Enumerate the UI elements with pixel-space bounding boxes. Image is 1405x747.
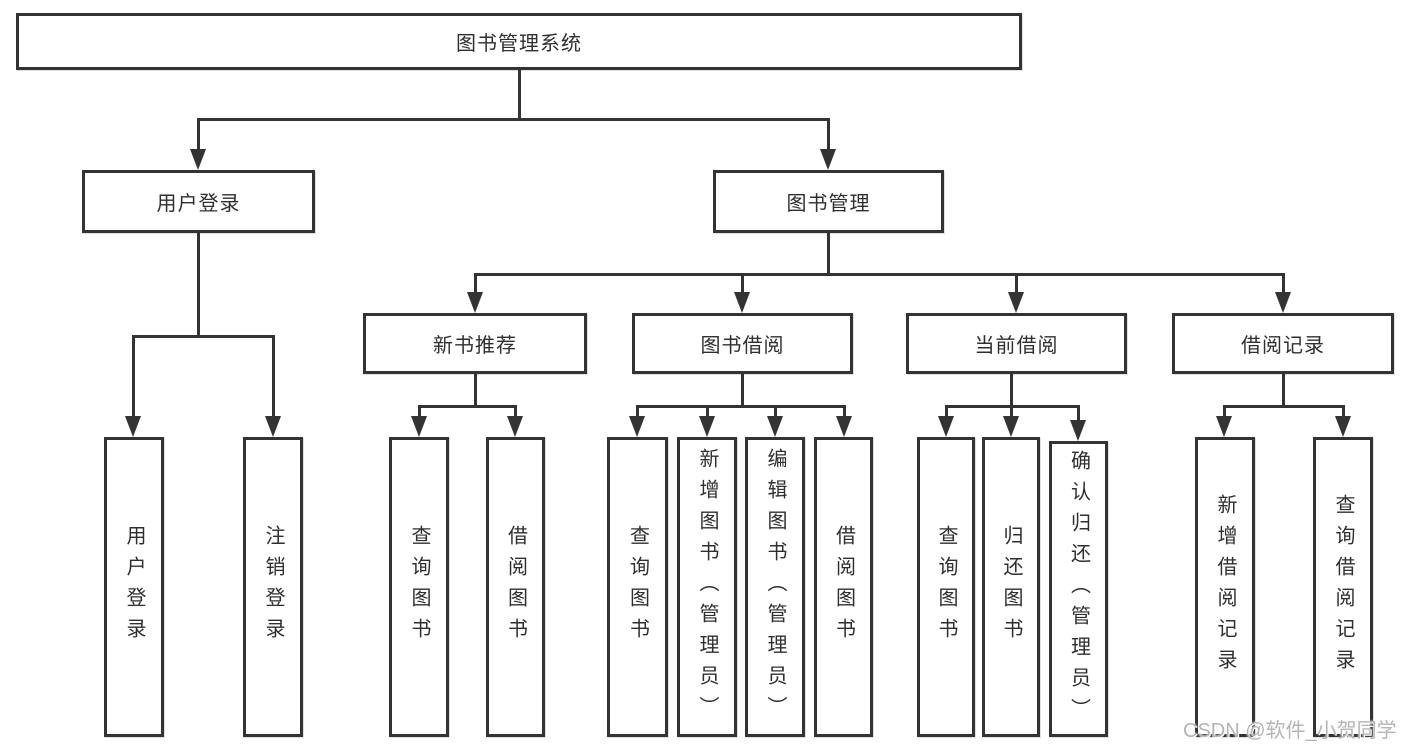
leaf-label: 确认归还（管理员） xyxy=(1067,449,1090,729)
leaf-recommend-query-books: 查询图书 xyxy=(389,437,449,737)
connector-root-trunk xyxy=(518,69,521,118)
connector-stem xyxy=(1015,273,1018,292)
node-book-borrow: 图书借阅 xyxy=(632,313,853,374)
connector-stem xyxy=(1077,405,1080,420)
connector-stem xyxy=(1342,405,1345,417)
leaf-label: 用户登录 xyxy=(123,525,145,649)
connector-stem xyxy=(827,118,830,149)
arrowhead-icon xyxy=(507,416,523,437)
arrowhead-icon xyxy=(1008,292,1024,313)
leaf-label: 注销登录 xyxy=(262,525,284,649)
leaf-label: 查询图书 xyxy=(408,525,430,649)
connector-section1-cross xyxy=(418,405,516,408)
leaf-current-confirm-return-admin: 确认归还（管理员） xyxy=(1049,441,1108,737)
leaf-label: 新增图书（管理员） xyxy=(696,447,718,727)
leaf-label: 编辑图书（管理员） xyxy=(764,447,786,727)
node-current-borrow-label: 当前借阅 xyxy=(974,335,1059,357)
arrowhead-icon xyxy=(820,149,836,170)
connector-section4-cross xyxy=(1223,405,1344,408)
node-new-book-recommend-label: 新书推荐 xyxy=(433,335,517,357)
arrowhead-icon xyxy=(190,149,206,170)
arrowhead-icon xyxy=(734,292,750,313)
connector-user-login-trunk xyxy=(197,232,200,335)
arrowhead-icon xyxy=(1335,416,1351,437)
connector-stem xyxy=(1282,273,1285,292)
arrowhead-icon xyxy=(629,416,645,437)
leaf-label: 借阅图书 xyxy=(832,525,855,649)
arrowhead-icon xyxy=(1216,416,1232,437)
leaf-label: 查询借阅记录 xyxy=(1332,494,1354,680)
leaf-label: 查询图书 xyxy=(935,525,957,649)
connector-stem xyxy=(636,405,639,417)
node-borrow-records-label: 借阅记录 xyxy=(1241,335,1325,357)
node-root-label: 图书管理系统 xyxy=(456,33,582,55)
connector-stem xyxy=(1223,405,1226,417)
leaf-label: 查询图书 xyxy=(626,525,649,649)
leaf-label: 借阅图书 xyxy=(504,525,527,649)
leaf-borrow-edit-books-admin: 编辑图书（管理员） xyxy=(745,437,805,737)
arrowhead-icon xyxy=(1070,420,1086,441)
node-user-login-label: 用户登录 xyxy=(156,193,241,215)
connector-stem xyxy=(474,273,477,292)
leaf-label: 新增借阅记录 xyxy=(1214,494,1236,680)
connector-root-cross xyxy=(197,118,830,121)
connector-stem xyxy=(197,118,200,149)
leaf-user-login: 用户登录 xyxy=(104,437,164,737)
leaf-current-query-books: 查询图书 xyxy=(917,437,975,737)
connector-stem xyxy=(706,405,709,417)
connector-user-login-cross xyxy=(132,335,274,338)
connector-section2-trunk xyxy=(741,373,744,405)
connector-stem xyxy=(272,335,275,416)
connector-stem xyxy=(843,405,846,417)
node-user-login: 用户登录 xyxy=(82,170,315,233)
node-borrow-records: 借阅记录 xyxy=(1172,313,1394,374)
connector-stem xyxy=(514,405,517,417)
node-root: 图书管理系统 xyxy=(16,13,1022,70)
arrowhead-icon xyxy=(411,416,427,437)
connector-section4-trunk xyxy=(1282,373,1285,405)
node-book-mgmt-label: 图书管理 xyxy=(786,193,871,215)
arrowhead-icon xyxy=(125,416,141,437)
connector-section3-trunk xyxy=(1010,373,1013,405)
connector-book-mgmt-cross xyxy=(474,273,1285,276)
connector-stem xyxy=(945,405,948,417)
connector-stem xyxy=(418,405,421,417)
node-book-borrow-label: 图书借阅 xyxy=(700,335,785,357)
connector-section2-cross xyxy=(636,405,845,408)
node-book-mgmt: 图书管理 xyxy=(713,170,944,233)
leaf-records-add-record: 新增借阅记录 xyxy=(1195,437,1255,737)
leaf-records-query-record: 查询借阅记录 xyxy=(1313,437,1373,737)
node-new-book-recommend: 新书推荐 xyxy=(363,313,587,374)
leaf-borrow-query-books: 查询图书 xyxy=(607,437,668,737)
connector-stem xyxy=(774,405,777,417)
connector-section1-trunk xyxy=(474,373,477,405)
arrowhead-icon xyxy=(1003,416,1019,437)
connector-book-mgmt-trunk xyxy=(827,232,830,273)
connector-stem xyxy=(1010,405,1013,417)
leaf-label: 归还图书 xyxy=(1000,525,1022,649)
arrowhead-icon xyxy=(699,416,715,437)
leaf-logout: 注销登录 xyxy=(243,437,303,737)
leaf-recommend-borrow-books: 借阅图书 xyxy=(486,437,545,737)
node-current-borrow: 当前借阅 xyxy=(906,313,1127,374)
connector-stem xyxy=(741,273,744,292)
leaf-current-return-books: 归还图书 xyxy=(982,437,1040,737)
leaf-borrow-borrow-books: 借阅图书 xyxy=(814,437,873,737)
csdn-watermark: CSDN @软件_小贺同学 xyxy=(1183,720,1397,742)
connector-stem xyxy=(132,335,135,416)
arrowhead-icon xyxy=(767,416,783,437)
arrowhead-icon xyxy=(836,416,852,437)
leaf-borrow-add-books-admin: 新增图书（管理员） xyxy=(677,437,737,737)
arrowhead-icon xyxy=(1275,292,1291,313)
arrowhead-icon xyxy=(467,292,483,313)
arrowhead-icon xyxy=(938,416,954,437)
arrowhead-icon xyxy=(265,416,281,437)
